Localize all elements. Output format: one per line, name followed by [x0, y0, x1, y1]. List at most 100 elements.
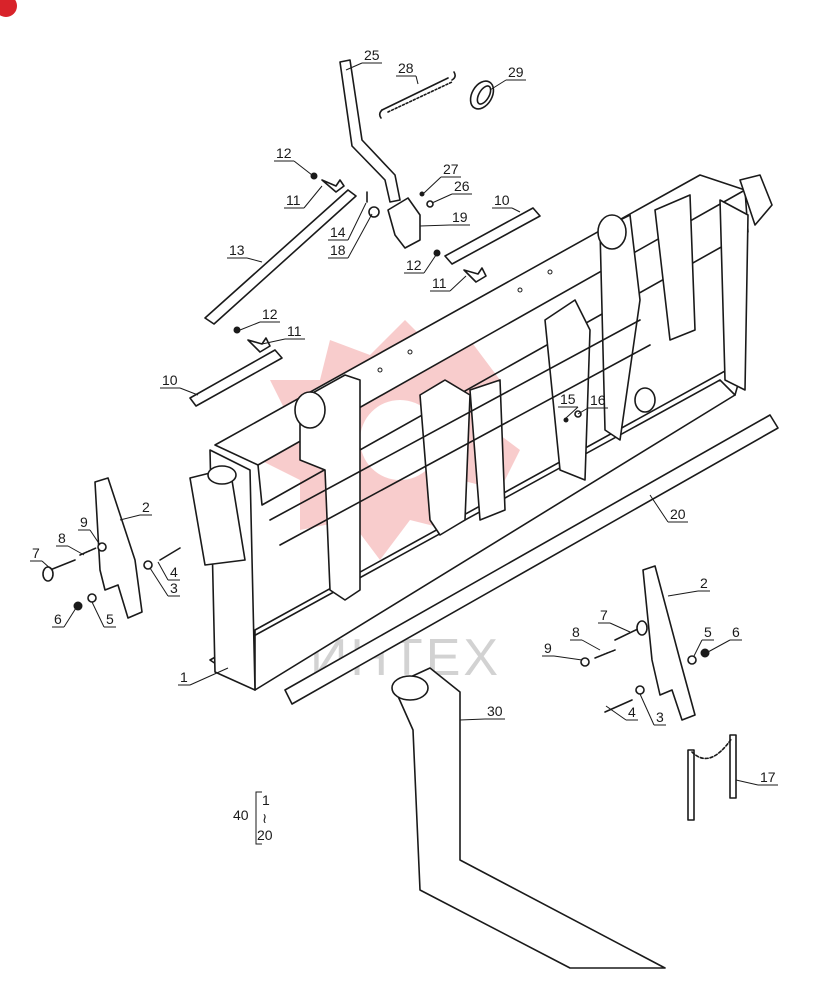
- callout-17: 17: [735, 769, 778, 786]
- callout-5: 5: [91, 601, 116, 628]
- callout-leader: [91, 601, 105, 628]
- callout-15: 15: [558, 391, 579, 419]
- range-quantity: 40: [233, 807, 249, 823]
- callout-label: 11: [286, 192, 301, 208]
- part-15-pin: [563, 417, 569, 423]
- callout-6: 6: [707, 624, 742, 653]
- callout-12: 12: [239, 306, 280, 331]
- callout-label: 14: [330, 224, 346, 240]
- part-12-nut-c: [233, 326, 241, 334]
- callout-label: 16: [590, 392, 606, 408]
- callout-leader: [303, 185, 323, 209]
- part-10-rod-left: [189, 349, 283, 407]
- callout-label: 27: [443, 161, 459, 177]
- callout-label: 10: [162, 372, 178, 388]
- part-18-washer: [368, 206, 380, 218]
- callout-leader: [246, 257, 263, 263]
- callout-label: 11: [432, 275, 447, 291]
- callout-10: 10: [492, 192, 521, 213]
- callout-11: 11: [261, 323, 305, 345]
- callout-leader: [89, 529, 101, 546]
- callout-12: 12: [404, 254, 437, 274]
- callout-label: 4: [170, 564, 178, 580]
- callout-20: 20: [649, 494, 688, 523]
- part-12-nut-a: [310, 172, 318, 180]
- callout-label: 2: [142, 499, 150, 515]
- callout-leader: [577, 407, 589, 415]
- part-11-pin-a: [321, 179, 345, 193]
- callout-leader: [605, 705, 627, 721]
- callout-leader: [347, 202, 367, 241]
- callout-label: 26: [454, 178, 470, 194]
- part-17-pins: [687, 734, 737, 821]
- callout-leader: [609, 622, 631, 633]
- part-30-fork: [392, 667, 666, 969]
- callout-label: 5: [106, 611, 114, 627]
- callout-label: 8: [572, 624, 580, 640]
- callout-27: 27: [423, 161, 461, 194]
- callout-leader: [667, 590, 699, 597]
- callout-label: 29: [508, 64, 524, 80]
- callout-4: 4: [605, 704, 638, 721]
- callout-8: 8: [56, 530, 85, 556]
- callout-18: 18: [328, 213, 373, 259]
- callout-leader: [707, 639, 731, 653]
- callout-30: 30: [459, 703, 505, 721]
- callout-label: 3: [656, 709, 664, 725]
- callout-3: 3: [639, 693, 666, 726]
- callout-leader: [459, 718, 486, 721]
- callout-leader: [419, 224, 451, 227]
- callout-label: 12: [276, 145, 292, 161]
- callout-5: 5: [693, 624, 714, 657]
- part-19-bracket: [387, 197, 421, 249]
- part-26-bolt: [426, 200, 434, 208]
- range-from: 1: [262, 792, 270, 808]
- callout-label: 20: [670, 506, 686, 522]
- callout-2: 2: [667, 575, 710, 597]
- main-frame: [189, 174, 773, 691]
- callout-label: 5: [704, 624, 712, 640]
- callout-7: 7: [598, 607, 631, 633]
- callout-leader: [41, 560, 53, 571]
- callout-9: 9: [78, 514, 101, 546]
- part-2-latch-right: [642, 565, 696, 721]
- callout-leader: [239, 321, 261, 331]
- part-11-pin-c: [247, 337, 271, 353]
- callout-label: 6: [54, 611, 62, 627]
- callout-25: 25: [345, 47, 382, 71]
- corner-badge-icon: [0, 0, 17, 17]
- callout-13: 13: [227, 242, 263, 263]
- callout-label: 12: [262, 306, 278, 322]
- callout-label: 1: [180, 669, 188, 685]
- callout-label: 15: [560, 391, 576, 407]
- callout-leader: [189, 667, 229, 686]
- range-to: 20: [257, 827, 273, 843]
- callout-8: 8: [570, 624, 601, 651]
- callout-14: 14: [328, 202, 367, 241]
- callout-leader: [347, 213, 373, 259]
- callout-1: 1: [178, 667, 229, 686]
- callout-leader: [179, 387, 199, 396]
- callout-2: 2: [119, 499, 152, 521]
- part-29-clip: [469, 80, 495, 110]
- callout-leader: [639, 693, 655, 726]
- callout-9: 9: [542, 640, 583, 661]
- callout-leader: [345, 62, 363, 71]
- part-10-rod-right: [444, 207, 541, 265]
- callout-7: 7: [30, 545, 53, 571]
- part-2-latch-left: [94, 477, 143, 619]
- callout-16: 16: [577, 392, 608, 415]
- callout-label: 30: [487, 703, 503, 719]
- callout-label: 9: [544, 640, 552, 656]
- part-12-nut-b: [433, 249, 441, 257]
- callout-11: 11: [430, 275, 467, 292]
- callout-leader: [415, 75, 419, 85]
- callout-label: 13: [229, 242, 245, 258]
- callout-leader: [261, 338, 286, 345]
- range-connector: ≀: [262, 810, 267, 826]
- part-25-lever: [339, 59, 401, 203]
- part-27-nut: [419, 191, 425, 197]
- callout-leader: [119, 514, 141, 521]
